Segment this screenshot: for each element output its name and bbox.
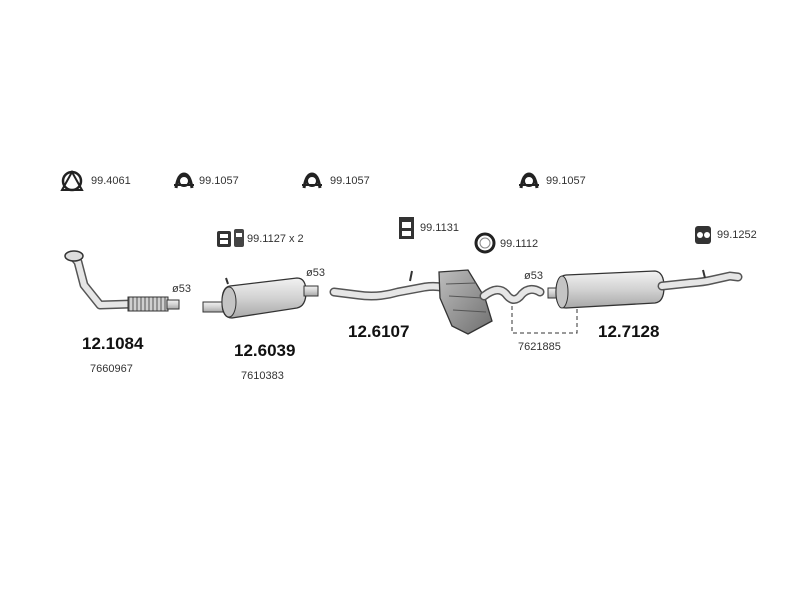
rear-silencer: [547, 269, 743, 309]
rear-silencer-diameter: ø53: [524, 270, 543, 282]
ring-clamp-number: 99.4061: [91, 175, 131, 187]
u-clamp-number-3: 99.1057: [546, 175, 586, 187]
u-clamp-number-2: 99.1057: [330, 175, 370, 187]
u-clamp-icon-3: [519, 172, 539, 189]
connector-outline: [511, 306, 578, 334]
front-silencer-part-number: 12.6039: [234, 341, 296, 360]
hanger-number: 99.1252: [717, 229, 757, 241]
front-pipe-diameter: ø53: [172, 283, 191, 295]
front-silencer: [202, 277, 319, 319]
front-silencer-diameter: ø53: [306, 267, 325, 279]
u-clamp-icon-1: [174, 172, 194, 189]
hanger-icon: [695, 226, 711, 244]
rubber-block-icon: [399, 217, 414, 239]
front-pipe: [64, 250, 180, 312]
rear-silencer-part-number: 12.7128: [598, 322, 660, 341]
rubber-mount-number: 99.1127 x 2: [247, 233, 304, 245]
ring-clamp-icon: [60, 169, 84, 192]
u-clamp-icon-2: [302, 172, 322, 189]
u-clamp-number-1: 99.1057: [199, 175, 239, 187]
middle-pipe-part-number: 12.6107: [348, 322, 410, 341]
middle-pipe: [329, 269, 545, 335]
gasket-ring-number: 99.1112: [500, 238, 539, 250]
front-pipe-part-number: 12.1084: [82, 334, 144, 353]
gasket-ring-icon: [474, 232, 496, 254]
front-silencer-oe-number: 7610383: [241, 370, 284, 382]
connector-oe-number: 7621885: [518, 341, 561, 353]
rubber-block-number: 99.1131: [420, 222, 459, 234]
rubber-mount-icon: [217, 229, 244, 247]
front-pipe-oe-number: 7660967: [90, 363, 133, 375]
